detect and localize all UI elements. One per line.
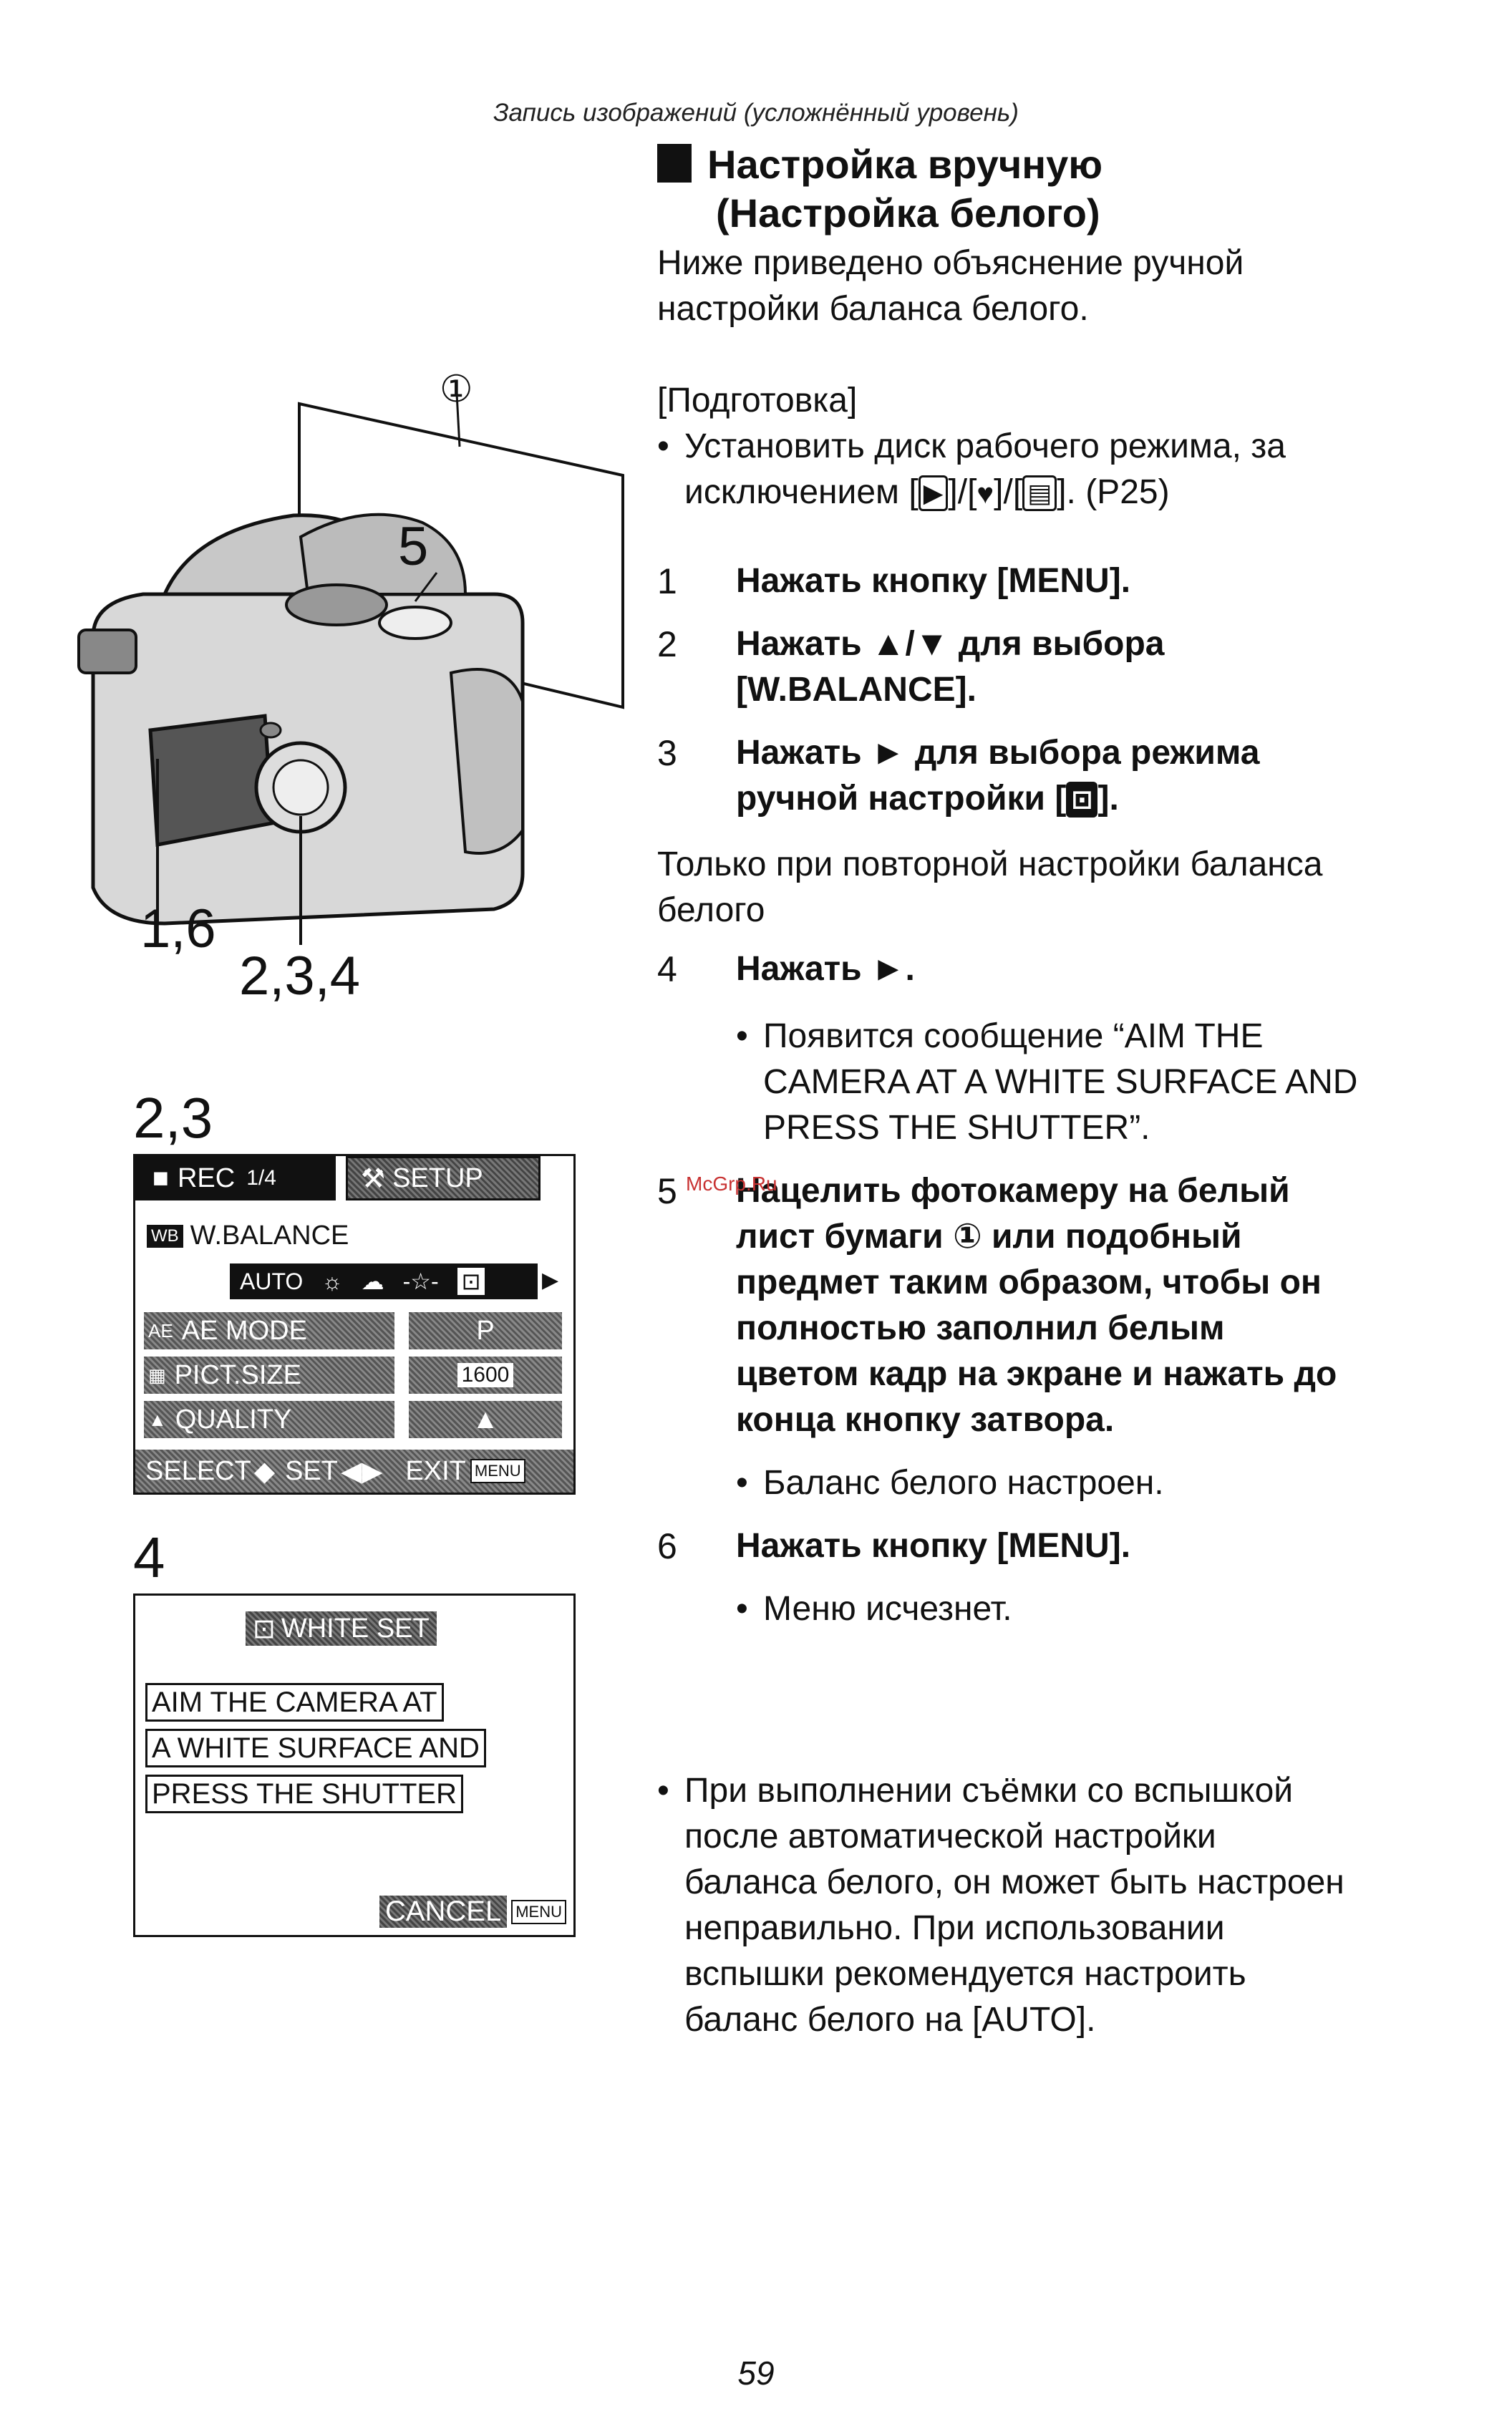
lens-barrel (299, 513, 467, 596)
wb-row: WB W.BALANCE (147, 1221, 349, 1251)
wb-icon: WB (147, 1224, 183, 1248)
callout-5: 5 (398, 516, 429, 577)
callout-2-3-4: 2,3,4 (239, 946, 361, 1006)
section-heading: Настройка вручную (Настройка белого) (657, 140, 1438, 238)
lcd-white-set-screen: ⊡WHITE SET AIM THE CAMERA AT A WHITE SUR… (133, 1593, 576, 1937)
step-6-bullet: •Меню исчезнет. (736, 1590, 1012, 1628)
motion-picture-icon: ▤ (1022, 475, 1057, 511)
prep-line: Установить диск рабочего режима, за (684, 427, 1286, 465)
camera-icon: ■ (152, 1163, 169, 1193)
camera-grip (449, 668, 524, 855)
page-number: 59 (737, 2354, 775, 2392)
prep-bullet: • Установить диск рабочего режима, за ис… (657, 424, 1438, 517)
quality-icon: ▲ (148, 1408, 167, 1430)
camera-lcd (148, 714, 274, 847)
intro-line: настройки баланса белого. (657, 290, 1089, 328)
tab-setup: ⚒SETUP (346, 1156, 541, 1200)
step-5: 5 Нацелить фотокамеру на белый лист бума… (657, 1171, 1337, 1439)
callout-1: ① (440, 369, 473, 410)
shutter-button (378, 606, 452, 640)
intro-line: Ниже приведено объяснение ручной (657, 244, 1244, 282)
step-5-bullet: •Баланс белого настроен. (736, 1464, 1164, 1502)
pict-size-value: 1600 (409, 1357, 562, 1394)
message-line-1: AIM THE CAMERA AT (145, 1683, 444, 1722)
figure-label-2-3: 2,3 (133, 1086, 213, 1150)
watermark: McGrp.Ru (686, 1173, 777, 1195)
message-line-2: A WHITE SURFACE AND (145, 1729, 486, 1767)
section-title: Настройка вручную (707, 142, 1103, 187)
white-set-icon: ⊡ (253, 1614, 276, 1644)
prep-label: [Подготовка] (657, 382, 858, 419)
preparation: [Подготовка] • Установить диск рабочего … (657, 378, 1438, 517)
page-header: Запись изображений (усложнённый уровень) (493, 99, 1019, 127)
arrow-right-icon: ▶ (542, 1268, 559, 1292)
section-marker-icon (657, 144, 692, 183)
menu-chip: MENU (470, 1459, 525, 1483)
leftright-icon: ◀▶ (340, 1456, 383, 1487)
heart-mode-icon: ♥ (976, 478, 994, 510)
white-set-title: ⊡WHITE SET (246, 1611, 437, 1646)
wb-label: W.BALANCE (190, 1221, 349, 1251)
quality-item: ▲QUALITY (144, 1401, 394, 1438)
camera-illustration (77, 393, 624, 945)
cancel-label: CANCEL (379, 1896, 508, 1928)
intro-text: Ниже приведено объяснение ручной настрой… (657, 241, 1438, 332)
updown-icon: ◆ (253, 1456, 276, 1487)
section-subtitle: (Настройка белого) (716, 190, 1100, 236)
lamp-icon: -☆- (402, 1268, 439, 1294)
wrench-icon: ⚒ (361, 1163, 386, 1194)
cloud-icon: ☁ (361, 1268, 384, 1294)
callout-line-5 (414, 572, 438, 602)
figure-label-4: 4 (133, 1525, 165, 1589)
mode-dial (285, 583, 388, 626)
callout-line-1 (455, 393, 461, 447)
pict-size-icon: ▦ (148, 1364, 166, 1386)
message-line-3: PRESS THE SHUTTER (145, 1775, 463, 1813)
prep-line: исключением [▶]/[♥]/[▤]. (P25) (684, 473, 1170, 511)
play-mode-icon: ▶ (918, 475, 949, 511)
callout-1-6: 1,6 (140, 898, 216, 959)
step-2: 2 Нажать ▲/▼ для выбора[W.BALANCE]. (657, 624, 1165, 709)
pict-size-item: ▦PICT.SIZE (144, 1357, 394, 1394)
wb-auto-option: AUTO (240, 1268, 304, 1294)
ae-mode-value: P (409, 1312, 562, 1349)
viewfinder (77, 629, 137, 674)
quality-value-icon: ▲ (409, 1401, 562, 1438)
sun-icon: ☼ (321, 1268, 343, 1294)
wb-options: AUTO ☼ ☁ -☆- ⊡ (230, 1263, 538, 1299)
white-set-icon: ⊡ (457, 1268, 485, 1295)
white-set-icon: ⊡ (1066, 782, 1098, 818)
only-note: Только при повторной настройки баланса б… (657, 845, 1323, 929)
cancel-area: CANCEL MENU (379, 1896, 566, 1928)
menu-chip: MENU (511, 1899, 566, 1924)
menu-button (259, 722, 282, 739)
